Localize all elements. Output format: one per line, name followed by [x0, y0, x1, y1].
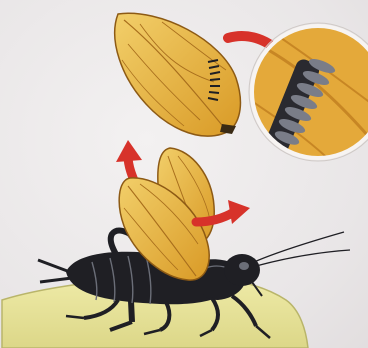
magnifier-lens-icon [249, 23, 368, 170]
detached-wing-icon [115, 13, 241, 136]
